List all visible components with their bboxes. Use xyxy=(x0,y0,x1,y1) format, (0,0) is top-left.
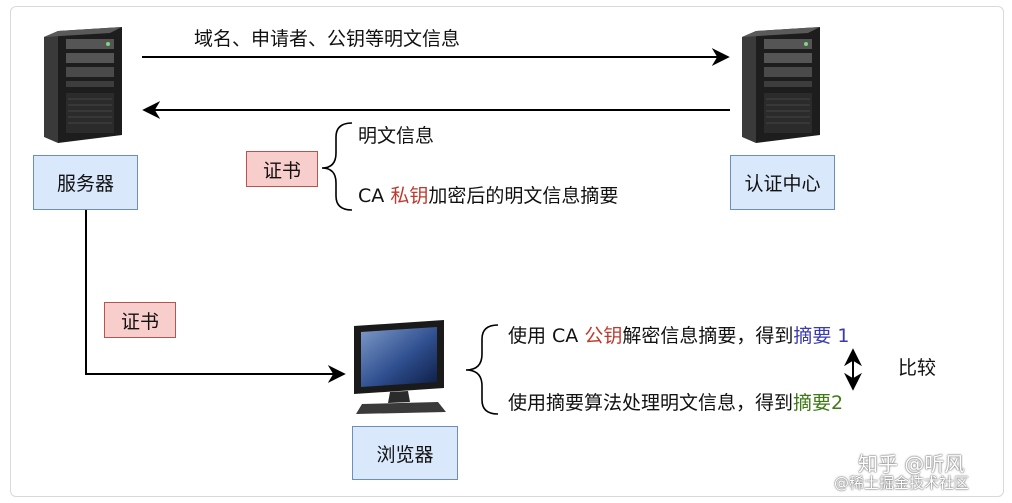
certificate-signed-digest-item: CA 私钥加密后的明文信息摘要 xyxy=(358,184,618,208)
certificate-plaintext-item: 明文信息 xyxy=(358,125,435,147)
hash-step: 使用摘要算法处理明文信息，得到摘要2 xyxy=(508,391,843,415)
ca-server-tower-icon xyxy=(742,27,820,143)
monitor-icon xyxy=(354,320,446,414)
request-arrow-label: 域名、申请者、公钥等明文信息 xyxy=(194,28,461,50)
browser-node: 浏览器 xyxy=(352,426,458,480)
server-node: 服务器 xyxy=(33,155,138,210)
digest-2: 摘要2 xyxy=(793,392,844,414)
private-key-term: 私钥 xyxy=(390,185,429,207)
decrypt-prefix: 使用 CA xyxy=(508,325,585,347)
compare-label: 比较 xyxy=(898,357,937,379)
certificate-brace xyxy=(321,122,353,211)
digest-1: 摘要 1 xyxy=(793,325,850,347)
certificate-tag-top: 证书 xyxy=(246,151,318,187)
signed-digest-text: 加密后的明文信息摘要 xyxy=(428,185,619,207)
decrypt-step: 使用 CA 公钥解密信息摘要，得到摘要 1 xyxy=(508,324,850,348)
public-key-term: 公钥 xyxy=(584,325,623,347)
hash-prefix: 使用摘要算法处理明文信息，得到 xyxy=(508,392,794,414)
certificate-tag-bottom: 证书 xyxy=(104,302,176,338)
diagram-frame xyxy=(10,6,1004,497)
watermark-juejin: @稀土掘金技术社区 xyxy=(834,474,970,492)
decrypt-mid: 解密信息摘要，得到 xyxy=(622,325,794,347)
ca-prefix: CA xyxy=(358,185,391,207)
server-tower-icon xyxy=(44,27,122,143)
ca-node: 认证中心 xyxy=(730,155,835,210)
server-to-browser-arrow xyxy=(85,210,346,383)
verification-brace xyxy=(465,324,499,415)
watermark-zhihu: 知乎 @听风 xyxy=(858,452,965,476)
